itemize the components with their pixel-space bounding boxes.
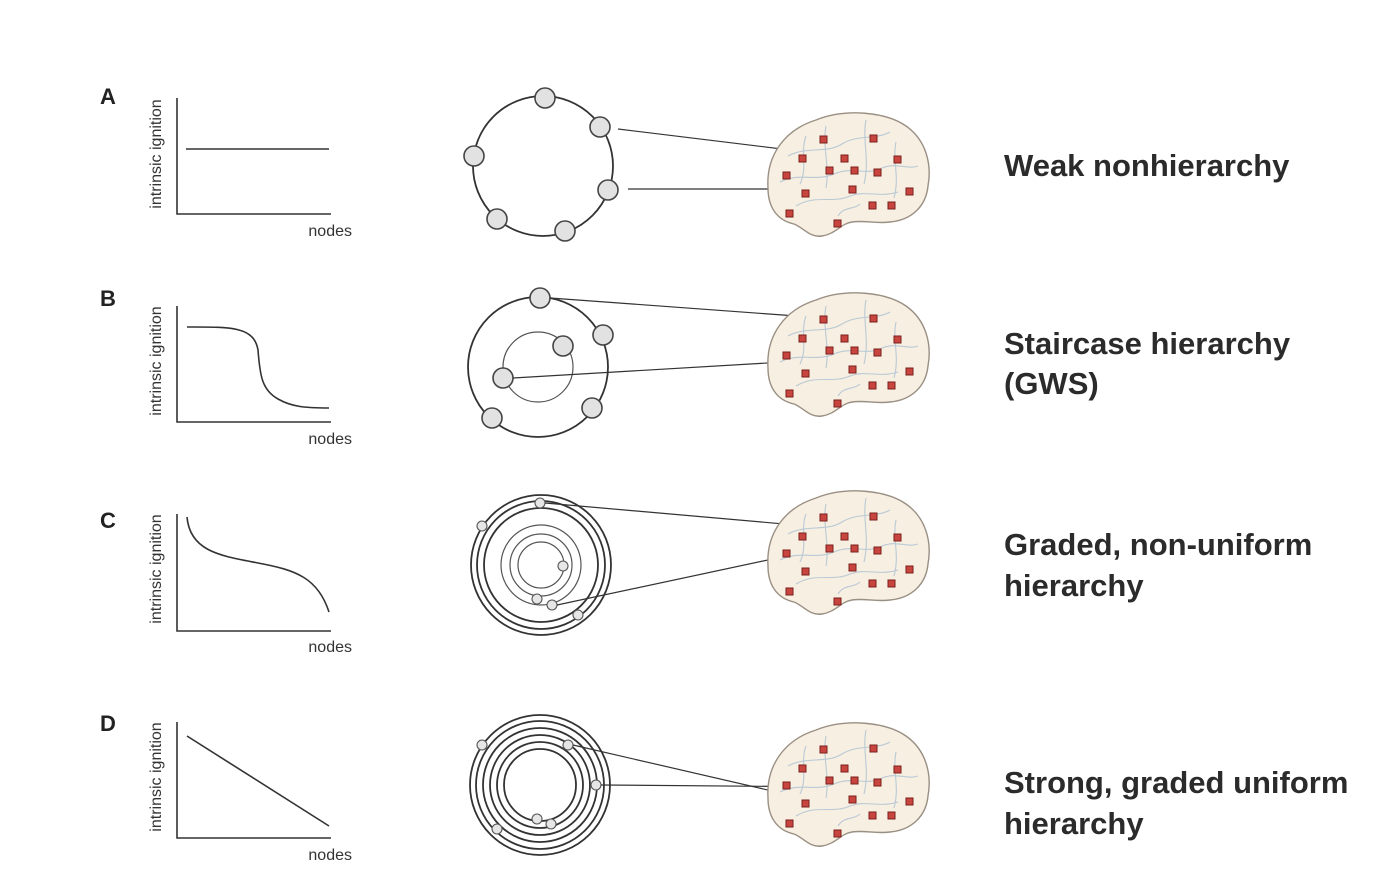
hierarchy-title-line-2: hierarchy <box>1004 806 1144 841</box>
y-axis-label: intrinsic ignition <box>148 722 165 831</box>
hierarchy-title-line-1: Strong, graded uniform <box>1004 765 1348 800</box>
network-node <box>463 145 485 167</box>
network-node <box>592 324 614 346</box>
network-node <box>572 609 584 621</box>
panel-d: D intrinsic ignition nodes Strong, grade… <box>100 711 1348 864</box>
ring <box>476 500 606 630</box>
network-diagram <box>469 714 611 856</box>
plot-axes <box>176 722 331 839</box>
network-node <box>546 599 558 611</box>
ignition-plot: intrinsic ignition nodes <box>148 514 352 656</box>
ignition-curve <box>186 326 330 409</box>
network-node <box>554 220 576 242</box>
plot-axes <box>176 306 331 423</box>
outer-ring <box>470 494 612 636</box>
network-diagram <box>470 494 612 636</box>
network-node <box>562 739 574 751</box>
brain-illustration <box>767 722 930 847</box>
network-node <box>534 87 556 109</box>
y-axis-label: intrinsic ignition <box>148 99 165 208</box>
node-to-brain-link <box>572 744 799 798</box>
network-node <box>597 179 619 201</box>
network-node <box>581 397 603 419</box>
brain-illustration <box>767 490 930 615</box>
x-axis-label: nodes <box>308 223 352 240</box>
network-node <box>552 335 574 357</box>
ignition-plot: intrinsic ignition nodes <box>148 722 352 864</box>
x-axis-label: nodes <box>308 639 352 656</box>
network-node <box>491 823 503 835</box>
ring <box>500 524 582 606</box>
inner-ring <box>503 748 577 822</box>
x-axis-label: nodes <box>308 431 352 448</box>
network-node <box>476 739 488 751</box>
network-node <box>531 593 543 605</box>
network-diagram <box>463 87 619 242</box>
ignition-curve <box>186 516 330 613</box>
plot-axes <box>176 98 331 215</box>
ignition-curve <box>186 735 330 827</box>
node-to-brain-link <box>549 297 825 319</box>
hierarchy-title-line-1: Staircase hierarchy <box>1004 326 1291 361</box>
inner-ring <box>502 331 574 403</box>
ring <box>496 741 584 829</box>
hierarchy-title-line-1: Graded, non-uniform <box>1004 527 1312 562</box>
ignition-plot: intrinsic ignition nodes <box>148 306 352 448</box>
brain-illustration <box>767 112 930 237</box>
node-to-brain-link <box>617 128 791 151</box>
ring <box>489 734 591 836</box>
hierarchy-title-line-1: Weak nonhierarchy <box>1004 148 1290 183</box>
hierarchy-title-line-2: hierarchy <box>1004 568 1144 603</box>
y-axis-label: intrinsic ignition <box>148 306 165 415</box>
panel-letter: D <box>100 711 116 736</box>
x-axis-label: nodes <box>308 847 352 864</box>
network-node <box>486 208 508 230</box>
network-node <box>589 116 611 138</box>
panel-letter: A <box>100 84 116 109</box>
network-node <box>557 560 569 572</box>
panel-letter: B <box>100 286 116 311</box>
brain-illustration <box>767 292 930 417</box>
panel-c: C intrinsic ignition nodes Graded, non-u… <box>100 490 1312 656</box>
network-node <box>492 367 514 389</box>
outer-ring <box>469 714 611 856</box>
network-diagram <box>467 287 614 438</box>
ignition-plot: intrinsic ignition nodes <box>148 98 352 240</box>
hierarchy-title-line-2: (GWS) <box>1004 366 1099 401</box>
network-node <box>481 407 503 429</box>
panel-letter: C <box>100 508 116 533</box>
inner-ring <box>517 541 565 589</box>
network-node <box>545 818 557 830</box>
y-axis-label: intrinsic ignition <box>148 514 165 623</box>
network-node <box>529 287 551 309</box>
network-node <box>476 520 488 532</box>
network-node <box>590 779 602 791</box>
panel-a: A intrinsic ignition nodes Weak nonhiera… <box>100 84 1290 242</box>
plot-axes <box>176 514 331 632</box>
network-node <box>534 497 546 509</box>
panel-b: B intrinsic ignition nodes Staircase hie… <box>100 286 1291 448</box>
network-node <box>531 813 543 825</box>
